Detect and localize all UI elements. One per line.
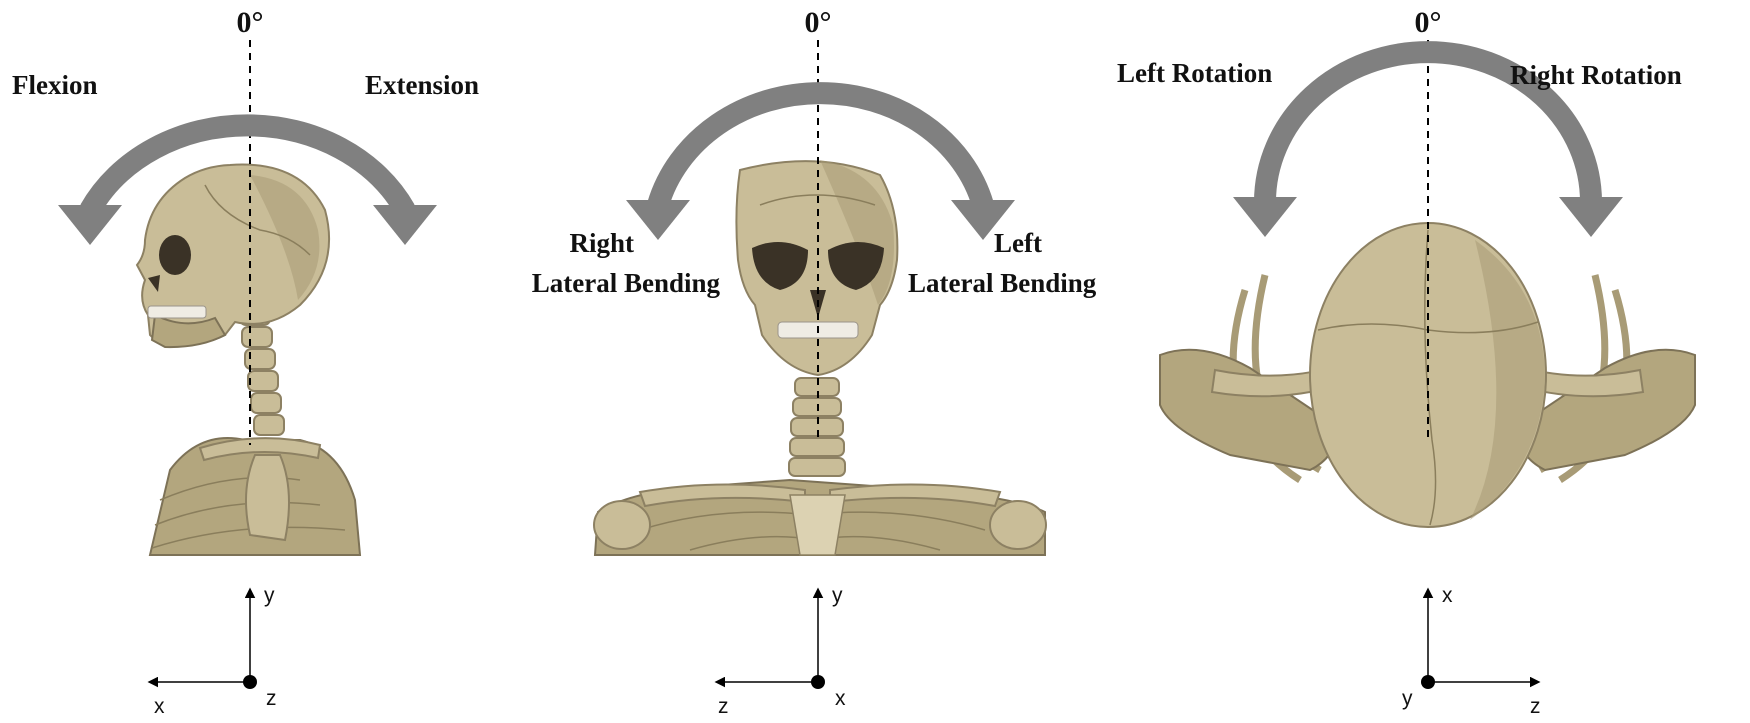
axis-left-label-2: z [718, 695, 729, 718]
axis-right-label-3: z [1530, 695, 1541, 718]
axes-1: y x z [147, 584, 277, 718]
angle-label-2: 0° [805, 6, 832, 39]
axes-3: x z y [1402, 584, 1541, 718]
motion-arc-1 [80, 114, 415, 216]
motion-arc-2 [647, 82, 994, 209]
right-eye-socket-front [752, 241, 808, 290]
clavicle-side [198, 437, 322, 462]
sternum-front [789, 494, 846, 556]
axis-origin-label-3: y [1402, 687, 1413, 710]
axis-up-label-1: y [264, 584, 275, 607]
angle-label-3: 0° [1415, 6, 1442, 39]
axis-left-label-1: x [154, 695, 165, 718]
arrow-head-extension [373, 205, 437, 245]
panel-lateral-bending: 0° Right Lateral Bending Left Lateral Be… [532, 6, 1097, 718]
flexion-label: Flexion [12, 70, 98, 100]
arrow-head-left-rotation [1233, 197, 1297, 237]
right-bending-label-line2: Lateral Bending [532, 268, 721, 298]
right-shoulder-front [989, 500, 1047, 550]
left-bending-label-line2: Lateral Bending [908, 268, 1097, 298]
angle-label-1: 0° [237, 6, 264, 39]
extension-label: Extension [365, 70, 479, 100]
skeleton-front-view [593, 160, 1047, 556]
left-shoulder-front [593, 500, 651, 550]
axes-2: y z x [714, 584, 846, 718]
motion-arc-3 [1254, 41, 1602, 203]
left-eye-socket-front [828, 241, 884, 290]
scapula-side [245, 454, 290, 542]
panel-axial-rotation: 0° Left Rotation Right Rotation x z y [1117, 6, 1696, 718]
left-rotation-label: Left Rotation [1117, 58, 1272, 88]
axis-origin-label-2: x [835, 687, 846, 710]
right-rotation-label: Right Rotation [1510, 60, 1682, 90]
skeleton-top-view [1159, 222, 1696, 528]
eye-socket-side [159, 235, 191, 275]
arrow-head-flexion [58, 205, 122, 245]
arrow-head-left-bending [951, 200, 1015, 240]
cervical-spine-side [239, 304, 285, 436]
axis-origin-label-1: z [266, 687, 277, 710]
right-bending-label-line1: Right [569, 228, 634, 258]
arrow-head-right-rotation [1559, 197, 1623, 237]
panel-flexion-extension: 0° Flexion Extension y x z [12, 6, 479, 718]
arrow-head-right-bending [626, 200, 690, 240]
skeleton-side-view [135, 163, 362, 556]
axis-up-label-2: y [832, 584, 843, 607]
mandible-side [150, 313, 227, 349]
teeth-side [147, 305, 207, 319]
axis-up-label-3: x [1442, 584, 1453, 607]
left-bending-label-line1: Left [994, 228, 1042, 258]
